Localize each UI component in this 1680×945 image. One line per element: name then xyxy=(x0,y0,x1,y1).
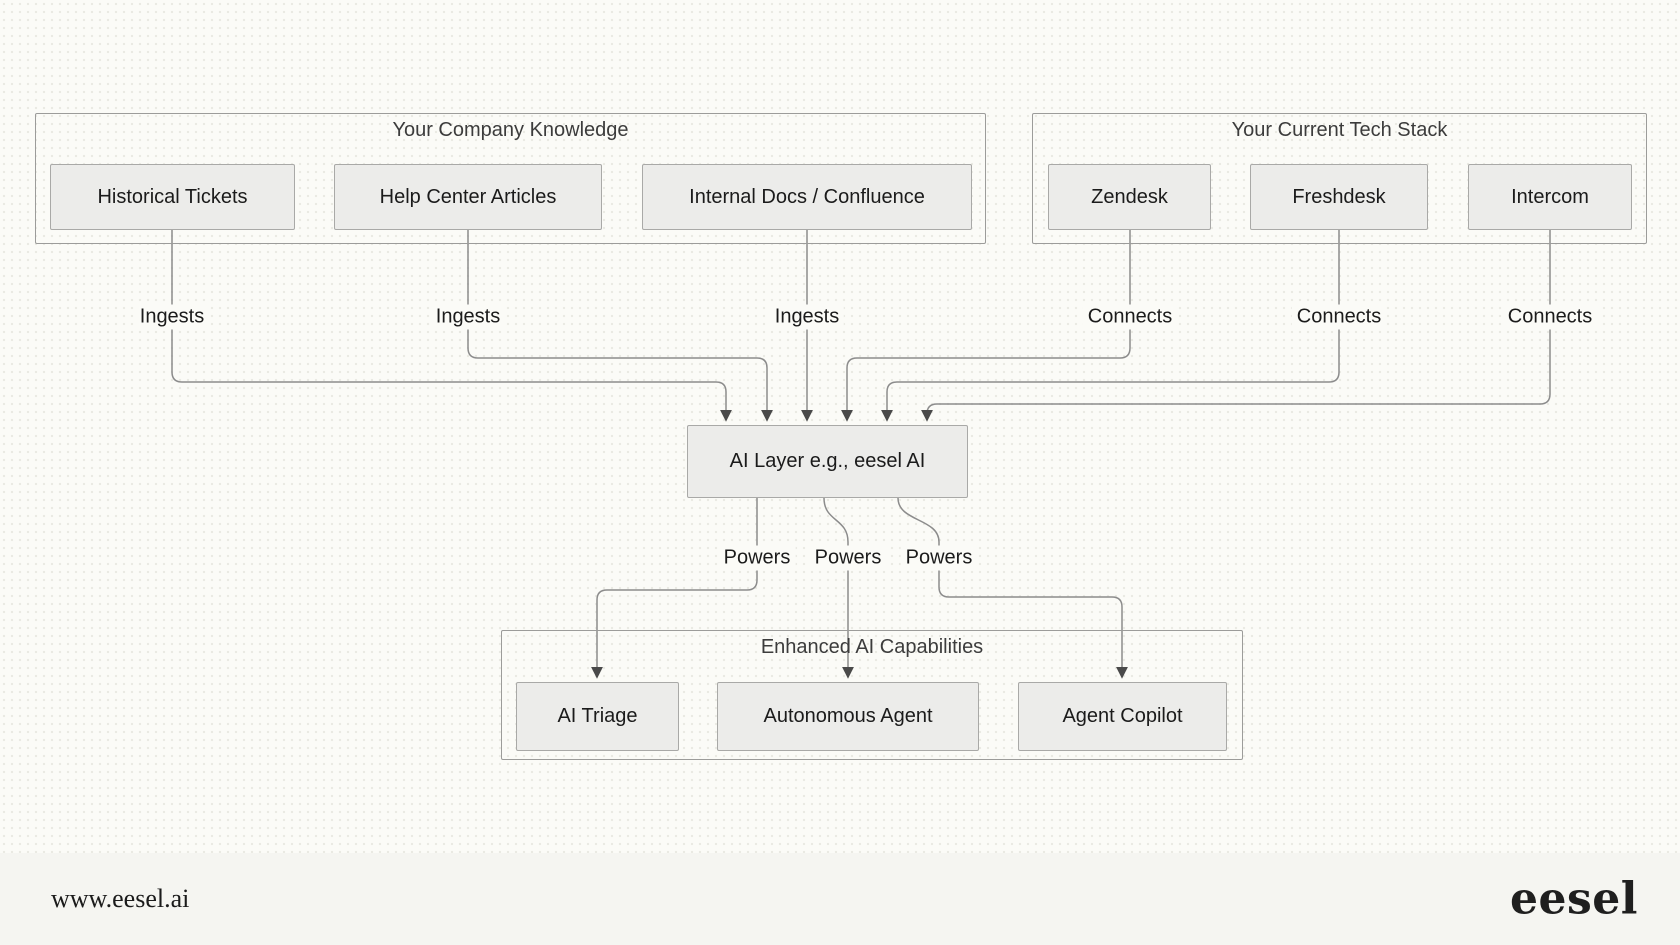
node-historical-tickets: Historical Tickets xyxy=(50,164,295,230)
group-tech-stack: Your Current Tech Stack xyxy=(1032,113,1647,244)
node-agent-copilot: Agent Copilot xyxy=(1018,682,1227,751)
node-freshdesk: Freshdesk xyxy=(1250,164,1428,230)
edge-help-center-articles-to-ai-layer xyxy=(467,230,773,422)
node-intercom: Intercom xyxy=(1468,164,1632,230)
group-company-knowledge-title: Your Company Knowledge xyxy=(392,119,629,141)
node-autonomous-agent: Autonomous Agent xyxy=(717,682,979,751)
edge-label-connects-2: Connects xyxy=(1291,304,1387,330)
group-tech-stack-title: Your Current Tech Stack xyxy=(1231,119,1448,141)
diagram-canvas: Your Company Knowledge Your Current Tech… xyxy=(0,0,1680,853)
node-help-center-articles: Help Center Articles xyxy=(334,164,602,230)
footer-bar: www.eesel.ai eesel xyxy=(0,853,1680,945)
edge-label-ingests-2: Ingests xyxy=(430,304,506,330)
edge-label-powers-1: Powers xyxy=(718,545,796,571)
edge-label-connects-3: Connects xyxy=(1502,304,1598,330)
group-capabilities-title: Enhanced AI Capabilities xyxy=(760,636,984,658)
edge-label-connects-1: Connects xyxy=(1082,304,1178,330)
node-internal-docs-confluence: Internal Docs / Confluence xyxy=(642,164,972,230)
group-company-knowledge: Your Company Knowledge xyxy=(35,113,986,244)
edge-label-ingests-1: Ingests xyxy=(134,304,210,330)
group-capabilities: Enhanced AI Capabilities xyxy=(501,630,1243,760)
edge-label-powers-3: Powers xyxy=(900,545,978,571)
node-ai-layer: AI Layer e.g., eesel AI xyxy=(687,425,968,498)
edge-label-ingests-3: Ingests xyxy=(769,304,845,330)
website-url: www.eesel.ai xyxy=(51,884,190,913)
node-ai-triage: AI Triage xyxy=(516,682,679,751)
eesel-logo: eesel xyxy=(1510,873,1638,925)
edge-intercom-to-ai-layer xyxy=(921,230,1551,422)
node-zendesk: Zendesk xyxy=(1048,164,1211,230)
edge-label-powers-2: Powers xyxy=(809,545,887,571)
